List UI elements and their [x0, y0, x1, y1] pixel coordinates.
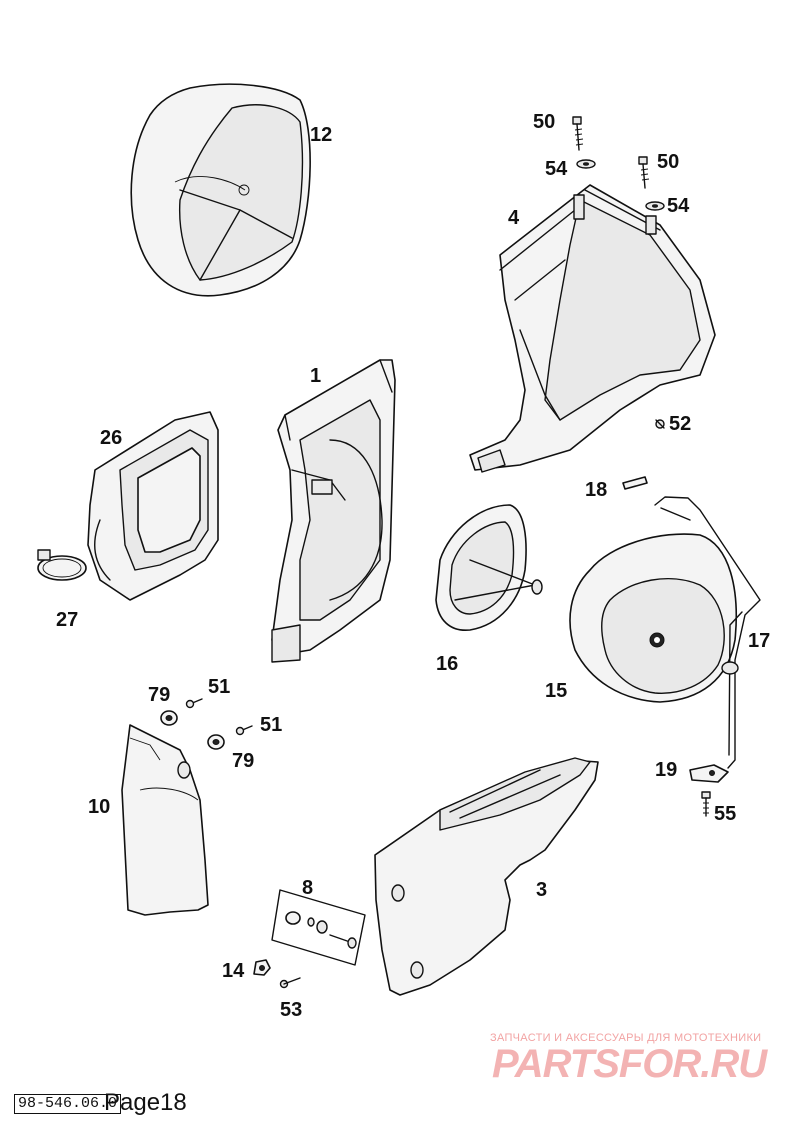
label-16: 16: [436, 653, 458, 675]
label-50a: 50: [533, 111, 555, 133]
label-10: 10: [88, 796, 110, 818]
label-27: 27: [56, 609, 78, 631]
label-15: 15: [545, 680, 567, 702]
part-4-airbox-frame: [469, 184, 716, 473]
label-54a: 54: [545, 158, 568, 180]
label-3: 3: [536, 879, 547, 901]
label-79a: 79: [148, 684, 170, 706]
page-code: 98-546.06.0: [14, 1094, 122, 1114]
part-8-mounting-kit: [271, 889, 366, 966]
part-52-screw: [655, 419, 665, 429]
label-1: 1: [310, 365, 321, 387]
part-55-bolt: [701, 791, 711, 817]
part-79-grommet-a: [160, 710, 178, 726]
label-8: 8: [302, 877, 313, 899]
part-54-washer-a: [576, 159, 596, 169]
label-19: 19: [655, 759, 677, 781]
part-27-hose-clamp: [37, 549, 87, 581]
part-79-grommet-b: [207, 734, 225, 750]
part-53-screw: [279, 977, 301, 989]
label-14: 14: [222, 960, 245, 982]
label-18: 18: [585, 479, 607, 501]
part-19-bracket: [689, 764, 729, 783]
part-10-side-cover: [121, 724, 209, 916]
part-1-airbox-body: [271, 359, 396, 663]
label-51a: 51: [208, 676, 230, 698]
label-52: 52: [669, 413, 691, 435]
part-51-screw-b: [235, 725, 253, 736]
page-number: Page18: [104, 1089, 187, 1116]
part-54-washer-b: [645, 201, 665, 211]
part-14-nut: [253, 959, 271, 976]
part-51-screw-a: [185, 698, 203, 709]
part-18-pin: [622, 476, 648, 490]
label-53: 53: [280, 999, 302, 1021]
label-17: 17: [748, 630, 770, 652]
part-50-bolt-b: [638, 156, 650, 189]
part-17-retaining-wire: [654, 496, 761, 769]
part-3-side-panel: [374, 757, 599, 996]
part-15-air-filter: [569, 533, 738, 703]
watermark-tagline: ЗАПЧАСТИ И АКСЕССУАРЫ ДЛЯ МОТОТЕХНИКИ: [490, 1032, 762, 1044]
label-54b: 54: [667, 195, 690, 217]
part-16-filter-cage: [435, 504, 543, 631]
label-26: 26: [100, 427, 122, 449]
label-51b: 51: [260, 714, 282, 736]
part-12-airbox-cover: [130, 83, 311, 297]
watermark-brand: PARTSFOR.RU: [492, 1042, 767, 1086]
part-50-bolt-a: [572, 116, 584, 151]
part-labels: 12 50 54 50 54 4 1 52 26 18 27 16 15 17 …: [56, 111, 770, 1021]
label-79b: 79: [232, 750, 254, 772]
label-50b: 50: [657, 151, 679, 173]
label-4: 4: [508, 207, 520, 229]
label-12: 12: [310, 124, 332, 146]
label-55: 55: [714, 803, 736, 825]
part-26-intake-boot: [87, 411, 219, 601]
